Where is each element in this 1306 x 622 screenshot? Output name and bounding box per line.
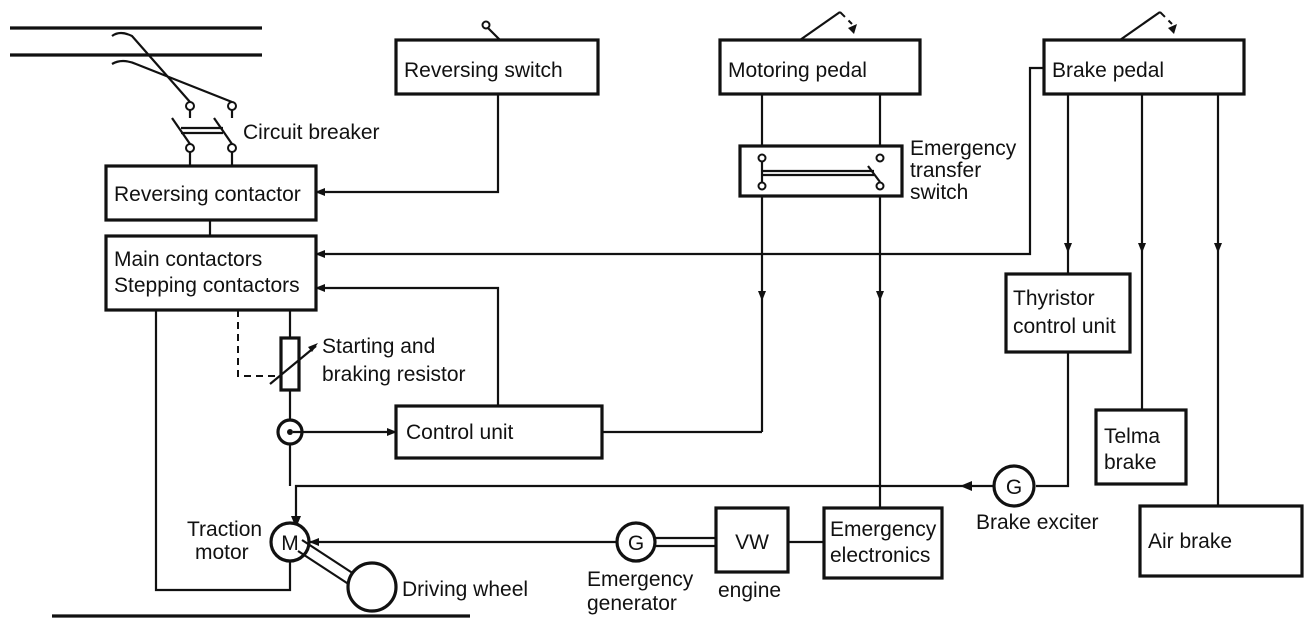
brake-exciter: G Brake exciter: [976, 464, 1099, 534]
emergency-electronics-label-1: Emergency: [830, 518, 937, 541]
telma-brake: Telma brake: [1094, 408, 1188, 486]
emergency-generator-label-2: generator: [587, 592, 677, 615]
emergency-transfer-label-2: transfer: [910, 159, 981, 182]
emergency-generator-label-1: Emergency: [587, 568, 694, 591]
thyristor-control-unit: Thyristor control unit: [1004, 272, 1132, 354]
exciter-arrow: [960, 481, 972, 491]
circuit-breaker: Circuit breaker: [171, 110, 380, 166]
brake-pedal: Brake pedal: [1042, 11, 1246, 96]
exciter-to-motor: [294, 484, 994, 522]
driving-wheel: Driving wheel: [52, 539, 528, 618]
overhead-power-lines: [10, 26, 262, 57]
reversing-contactor-label: Reversing contactor: [114, 183, 301, 206]
brake-exciter-symbol: G: [1006, 476, 1022, 499]
reversing-switch-link: [315, 94, 500, 196]
exciter-motor-arrow: [291, 516, 301, 528]
control-unit-label: Control unit: [406, 421, 514, 444]
emergency-generator: G Emergency generator: [587, 521, 694, 615]
emergency-transfer-label-3: switch: [910, 181, 968, 204]
vw-engine: VW engine: [714, 506, 790, 602]
emergency-electronics-label-2: electronics: [830, 544, 930, 567]
brake-pedal-lines: [315, 66, 1222, 506]
air-brake: Air brake: [1138, 504, 1304, 578]
stepping-contactors-label: Stepping contactors: [114, 274, 300, 297]
emergency-transfer-label-1: Emergency: [910, 137, 1017, 160]
traction-motor-label-1: Traction: [187, 518, 262, 541]
resistor-label-1: Starting and: [322, 335, 435, 358]
motoring-pedal: Motoring pedal: [718, 11, 922, 96]
thyristor-label-2: control unit: [1013, 315, 1116, 338]
brake-exciter-label: Brake exciter: [976, 511, 1099, 534]
thyristor-label-1: Thyristor: [1013, 287, 1095, 310]
traction-motor: M Traction motor: [187, 518, 311, 564]
traction-motor-label-2: motor: [195, 541, 249, 564]
main-stepping-contactors: Main contactors Stepping contactors: [104, 234, 318, 312]
circuit-breaker-label: Circuit breaker: [243, 121, 380, 144]
motor-return-line: [154, 310, 292, 592]
telma-label-2: brake: [1104, 451, 1157, 474]
driving-wheel-label: Driving wheel: [402, 578, 528, 601]
thyristor-to-exciter: [1036, 352, 1070, 488]
brake-pedal-label: Brake pedal: [1052, 59, 1164, 82]
reversing-contactor: Reversing contactor: [104, 164, 318, 222]
motoring-pedal-label: Motoring pedal: [728, 59, 867, 82]
traction-motor-symbol: M: [281, 532, 299, 555]
reversing-switch-label: Reversing switch: [404, 59, 563, 82]
telma-label-1: Telma: [1104, 425, 1160, 448]
emergency-generator-symbol: G: [628, 532, 644, 555]
pantograph-collector: [111, 31, 237, 111]
control-unit: Control unit: [394, 404, 604, 460]
main-contactors-label: Main contactors: [114, 248, 262, 271]
motoring-pedal-lines: [758, 94, 884, 508]
vw-label: VW: [735, 531, 769, 554]
starting-braking-resistor: Starting and braking resistor: [237, 310, 466, 420]
control-unit-to-contactors: [315, 284, 500, 406]
emergency-transfer-switch: Emergency transfer switch: [738, 137, 1017, 204]
emergency-electronics: Emergency electronics: [822, 506, 944, 580]
engine-label: engine: [718, 579, 781, 602]
reversing-switch: Reversing switch: [394, 20, 600, 96]
air-brake-label: Air brake: [1148, 530, 1232, 553]
resistor-label-2: braking resistor: [322, 363, 466, 386]
current-sensor: [276, 418, 304, 486]
